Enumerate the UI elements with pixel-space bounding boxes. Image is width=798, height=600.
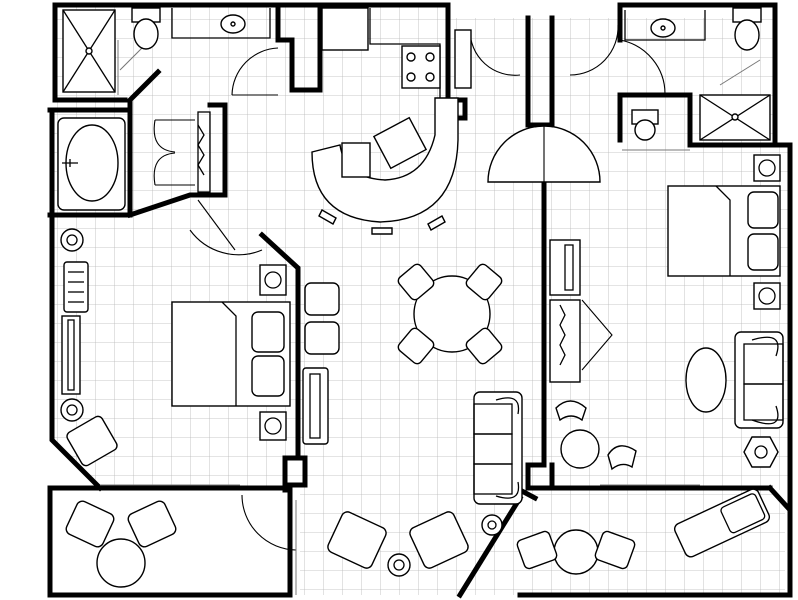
coffee-table (685, 347, 727, 413)
left-bedroom-door (189, 199, 263, 256)
refrigerator (321, 7, 369, 51)
radiator-icon (63, 261, 89, 313)
dresser (61, 315, 81, 395)
patio-chair-icon (127, 500, 177, 548)
right-bathroom (622, 7, 771, 151)
bar-stool-icon (371, 227, 393, 235)
dishwasher (341, 142, 371, 178)
patio-chair-icon (65, 500, 115, 548)
chair-icon (304, 282, 340, 316)
left-bedroom (60, 228, 291, 467)
sofa (734, 331, 784, 429)
left-balcony (65, 484, 240, 588)
pillow (747, 233, 779, 271)
patio-chair-icon (516, 530, 558, 570)
right-balcony (516, 484, 771, 575)
armchair-icon (66, 415, 118, 467)
pillow (251, 355, 285, 397)
pillow (251, 311, 285, 353)
patio-chair-icon (594, 530, 636, 570)
sofa (473, 391, 523, 505)
patio-table (96, 538, 146, 588)
dining-table (413, 275, 491, 353)
lamp-icon (481, 514, 503, 536)
dining-chair-icon (397, 327, 435, 365)
left-bathroom (57, 7, 271, 211)
armchair-icon (409, 511, 469, 569)
closet (153, 111, 211, 193)
dining-chair-icon (397, 263, 435, 301)
chair-icon (555, 400, 587, 422)
bar-stool-icon (427, 215, 446, 231)
chair-icon (607, 445, 637, 471)
bar-stool-icon (318, 209, 337, 225)
lamp-icon (387, 553, 411, 577)
lamp-icon (60, 398, 84, 422)
lamp-icon (60, 228, 84, 252)
side-table (743, 436, 779, 468)
dining-chair-icon (465, 263, 503, 301)
chair-icon (304, 321, 340, 355)
kitchen (311, 7, 472, 235)
nightstand (753, 282, 781, 310)
living-area (241, 263, 523, 595)
right-bedroom-door (487, 125, 601, 183)
armchair-icon (327, 511, 387, 569)
patio-table (553, 529, 599, 575)
tv-console (302, 367, 329, 445)
dining-chair-icon (465, 327, 503, 365)
stove-icon (401, 45, 441, 89)
closet (549, 299, 581, 383)
round-table (560, 429, 600, 469)
pillow (747, 191, 779, 229)
chaise-lounge-icon (673, 488, 771, 558)
right-bedroom (549, 154, 784, 471)
nightstand (753, 154, 781, 182)
counter-appliance (454, 29, 472, 89)
nightstand (259, 411, 287, 441)
kitchen-sink-icon (372, 116, 428, 170)
nightstand (259, 264, 287, 296)
